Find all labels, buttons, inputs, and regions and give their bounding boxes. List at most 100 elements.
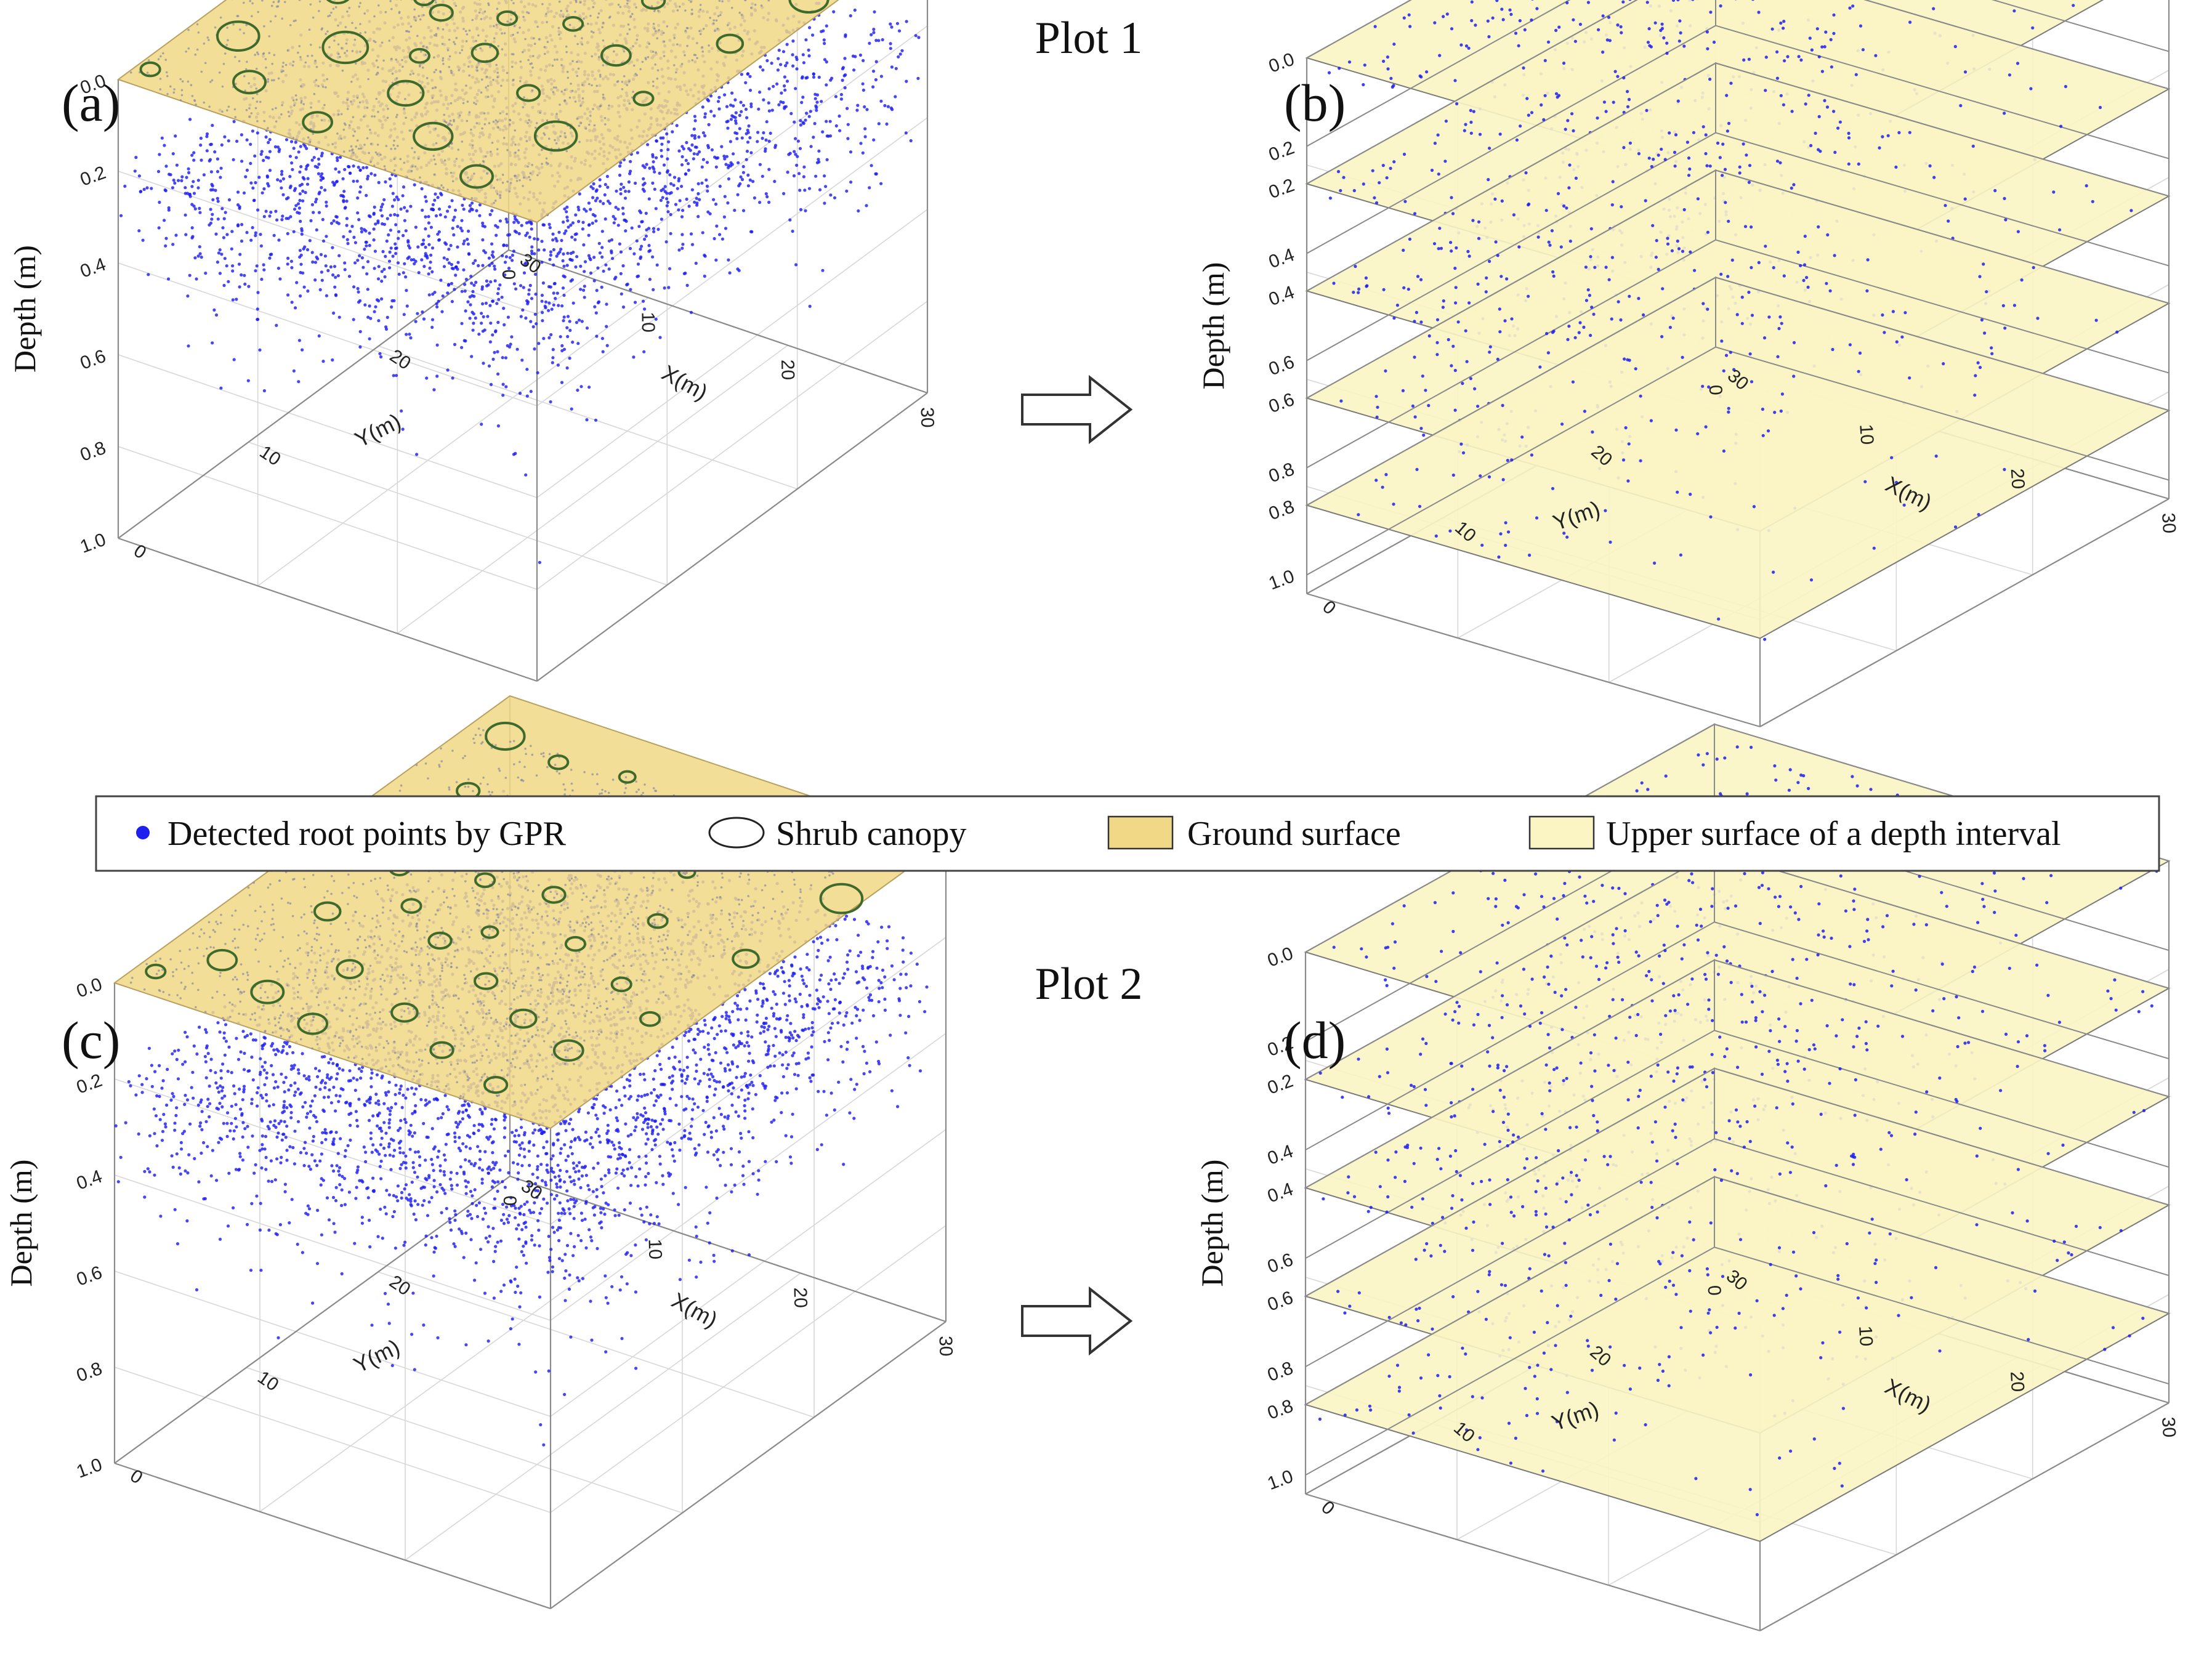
root-point	[382, 267, 386, 271]
root-point	[196, 254, 200, 258]
root-point	[857, 209, 860, 213]
root-point	[533, 272, 538, 276]
root-point	[424, 227, 427, 231]
root-point	[861, 151, 865, 155]
surface-point	[449, 119, 452, 122]
root-point	[474, 259, 477, 262]
root-point	[581, 220, 585, 224]
surface-point	[604, 123, 607, 126]
root-point	[550, 307, 554, 311]
surface-point	[628, 102, 631, 105]
surface-point	[626, 2, 629, 5]
root-point	[809, 145, 813, 148]
depth-tick-label: 0.4	[78, 254, 108, 282]
surface-point	[546, 21, 548, 23]
root-point	[677, 248, 681, 252]
surface-point	[394, 147, 397, 150]
root-point	[470, 208, 474, 212]
root-point	[565, 205, 569, 209]
surface-point	[644, 57, 647, 59]
root-point	[286, 232, 289, 235]
root-point	[262, 158, 265, 163]
root-point	[285, 217, 288, 220]
root-point	[549, 285, 552, 289]
root-point	[559, 248, 563, 251]
root-point	[364, 229, 368, 233]
surface-point	[658, 29, 660, 31]
root-point	[246, 379, 250, 382]
root-point	[393, 198, 397, 202]
surface-point	[484, 39, 487, 42]
root-point	[540, 299, 544, 303]
root-point	[147, 273, 150, 277]
surface-point	[439, 71, 442, 73]
x-tick-label: 20	[777, 359, 798, 380]
root-point	[746, 173, 750, 177]
surface-point	[293, 20, 296, 22]
root-point	[489, 382, 493, 387]
root-point	[549, 400, 552, 404]
root-point	[276, 145, 280, 149]
root-point	[268, 138, 272, 142]
root-point	[373, 249, 377, 253]
surface-point	[381, 41, 384, 44]
root-point	[879, 182, 883, 185]
root-point	[254, 233, 257, 238]
root-point	[441, 294, 445, 298]
root-point	[298, 249, 302, 252]
surface-point	[371, 115, 373, 118]
surface-point	[501, 181, 504, 184]
root-point	[192, 158, 196, 162]
surface-point	[602, 39, 605, 42]
root-point	[701, 105, 704, 109]
root-point	[437, 230, 441, 234]
surface-point	[398, 10, 401, 14]
root-point	[849, 150, 853, 154]
root-point	[607, 200, 610, 203]
root-point	[600, 337, 605, 341]
surface-point	[346, 108, 349, 110]
surface-point	[652, 23, 655, 25]
root-point	[304, 167, 308, 171]
root-point	[605, 302, 608, 306]
root-point	[767, 87, 771, 91]
root-point	[494, 233, 498, 237]
root-point	[397, 198, 400, 201]
root-point	[724, 163, 728, 166]
root-point	[299, 270, 302, 275]
root-point	[564, 229, 568, 233]
surface-point	[218, 71, 221, 74]
root-point	[580, 320, 584, 323]
root-point	[254, 231, 257, 235]
root-point	[589, 185, 593, 188]
root-point	[735, 132, 739, 135]
root-point	[274, 209, 278, 213]
surface-point	[310, 106, 312, 109]
root-point	[231, 269, 235, 273]
root-point	[373, 310, 376, 313]
surface-point	[511, 53, 514, 55]
root-point	[823, 41, 826, 46]
root-point	[404, 229, 408, 233]
surface-point	[344, 26, 347, 28]
root-point	[596, 301, 600, 305]
surface-point	[393, 158, 396, 161]
root-point	[345, 200, 349, 203]
surface-point	[376, 153, 379, 156]
root-point	[591, 196, 595, 200]
surface-point	[280, 113, 283, 116]
root-point	[765, 120, 769, 124]
root-point	[575, 255, 579, 259]
root-point	[799, 123, 802, 127]
root-point	[828, 119, 832, 123]
root-point	[384, 180, 387, 184]
root-point	[251, 226, 254, 230]
root-point	[735, 137, 739, 140]
surface-point	[363, 115, 365, 118]
root-point	[435, 302, 438, 305]
surface-point	[562, 15, 565, 18]
root-point	[624, 229, 628, 233]
surface-point	[574, 34, 576, 38]
root-point	[582, 243, 586, 247]
root-point	[422, 238, 426, 242]
